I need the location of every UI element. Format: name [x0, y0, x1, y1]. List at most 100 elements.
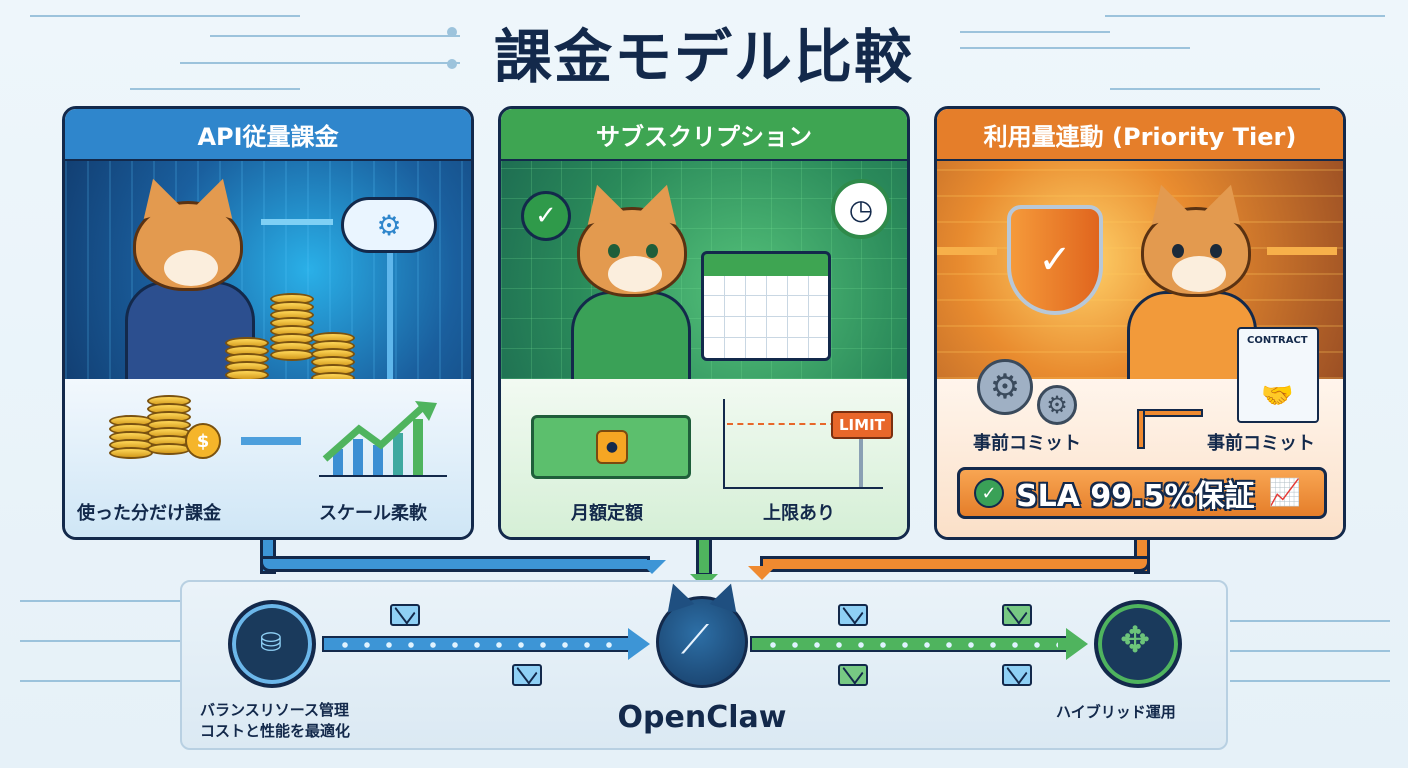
panel-details: $ 使った分だけ課金 スケール柔軟	[65, 379, 471, 537]
circuit-line	[1230, 620, 1390, 622]
cat-hoodie	[571, 291, 691, 379]
cat-eye	[1210, 244, 1222, 258]
panel-api-metered: API従量課金 ⚙ $	[62, 106, 474, 540]
openclaw-logo-icon: ⟋	[656, 596, 748, 688]
circuit-line	[20, 680, 180, 682]
circuit-line	[20, 600, 180, 602]
claw-icon: ⟋	[681, 617, 709, 663]
cat-head	[1141, 207, 1251, 297]
circuit-line	[960, 47, 1190, 49]
circuit-line	[1230, 650, 1390, 652]
chart-axis-y	[723, 399, 725, 489]
feature-label: スケール柔軟	[319, 503, 427, 524]
cat-head	[133, 201, 243, 291]
panel-illustration: ⚙	[65, 161, 471, 379]
arrow-head-green	[1066, 628, 1088, 660]
circuit-dot	[447, 59, 457, 69]
cat-eye	[646, 244, 658, 258]
cat-head	[577, 207, 687, 297]
mail-icon	[390, 604, 420, 626]
panel-illustration: ✓	[937, 161, 1343, 379]
arrow-right-icon	[937, 247, 997, 255]
coin-stack-icon	[311, 332, 355, 379]
limit-line	[727, 423, 857, 425]
mail-icon	[1002, 604, 1032, 626]
arrow-head-orange	[748, 566, 776, 580]
feature-label: 上限あり	[763, 503, 835, 524]
sla-text: SLA 99.5%保証	[1016, 479, 1255, 514]
check-icon: ✓	[974, 478, 1004, 508]
arrow-right-icon	[241, 437, 301, 445]
feature-label: 事前コミット	[973, 433, 1081, 454]
check-icon: ✓	[521, 191, 571, 241]
panel-details: ⚙ ⚙ CONTRACT 🤝 事前コミット 事前コミット ✓ SLA 99.5%…	[937, 327, 1343, 537]
circuit-line	[210, 35, 460, 37]
shield-check-icon: ✓	[1007, 205, 1103, 315]
circuit-line	[180, 62, 460, 64]
panel-header: 利用量連動 (Priority Tier)	[937, 109, 1343, 161]
cat-muzzle	[1172, 256, 1226, 292]
circuit-line	[1105, 15, 1385, 17]
connector-orange	[760, 556, 1150, 572]
left-node-label-line2: コストと性能を最適化	[200, 722, 351, 740]
panel-priority-tier: 利用量連動 (Priority Tier) ✓ ⚙ ⚙ CONTRACT 🤝 事…	[934, 106, 1346, 540]
coin-stack-icon	[270, 293, 314, 361]
arrow-down-icon	[387, 253, 393, 379]
mail-icon	[512, 664, 542, 686]
flow-pipe-green	[750, 636, 1070, 652]
panel-details: ● LIMIT 月額定額 上限あり	[501, 379, 907, 537]
chart-icon: 📈	[1268, 478, 1301, 508]
circuit-line	[130, 88, 300, 90]
arrow-down-icon	[1137, 409, 1145, 449]
expand-arrows-icon: ✥	[1120, 620, 1151, 661]
mail-icon	[1002, 664, 1032, 686]
cat-hero-armor	[1127, 291, 1257, 379]
left-node-label-line1: バランスリソース管理	[200, 701, 349, 719]
arrow-head-blue	[628, 628, 650, 660]
database-network-icon: ⛁	[260, 628, 282, 658]
resource-balance-node-icon: ⛁	[228, 600, 316, 688]
money-bill-icon: ●	[531, 415, 691, 479]
coin-stack-icon	[225, 337, 269, 379]
right-node-label: ハイブリッド運用	[1056, 703, 1176, 721]
circuit-dot	[447, 27, 457, 37]
clock-icon: ◷	[831, 179, 891, 239]
flow-pipe-blue	[322, 636, 632, 652]
circuit-line	[20, 640, 180, 642]
panel-subscription: サブスクリプション ✓ ◷ ● LIMIT 月額定額 上限あり	[498, 106, 910, 540]
contract-handshake-icon: CONTRACT 🤝	[1237, 327, 1319, 423]
growth-chart-icon	[319, 401, 447, 477]
feature-label: 月額定額	[571, 503, 643, 524]
contract-label: CONTRACT	[1247, 335, 1308, 346]
hybrid-operation-node-icon: ✥	[1094, 600, 1182, 688]
circuit-line	[960, 31, 1110, 33]
feature-label: 使った分だけ課金	[77, 503, 221, 524]
panel-illustration: ✓ ◷	[501, 161, 907, 379]
sla-badge: ✓ SLA 99.5%保証 📈	[957, 467, 1327, 519]
cat-eye	[608, 244, 620, 258]
coin-stack-icon	[147, 395, 191, 455]
mail-icon	[838, 604, 868, 626]
handshake-icon: 🤝	[1261, 381, 1294, 411]
openclaw-name: OpenClaw	[617, 700, 787, 735]
panel-header: サブスクリプション	[501, 109, 907, 161]
connector-green	[696, 540, 712, 576]
chart-axis-x	[723, 487, 883, 489]
gear-icon: ⚙	[977, 359, 1033, 415]
limit-sign: LIMIT	[831, 411, 893, 439]
gear-icon: ⚙	[1037, 385, 1077, 425]
panel-header: API従量課金	[65, 109, 471, 161]
cat-eye	[1172, 244, 1184, 258]
connector-blue	[260, 556, 650, 572]
arrow-right-icon	[261, 219, 333, 225]
page-title: 課金モデル比較	[493, 23, 914, 91]
mail-icon	[838, 664, 868, 686]
circuit-line	[1110, 88, 1320, 90]
feature-label: 事前コミット	[1207, 433, 1315, 454]
lock-icon: ●	[596, 430, 628, 464]
calendar-icon	[701, 251, 831, 361]
circuit-line	[1230, 680, 1390, 682]
dollar-coin-icon: $	[185, 423, 221, 459]
circuit-line	[30, 15, 300, 17]
cat-muzzle	[164, 250, 218, 286]
